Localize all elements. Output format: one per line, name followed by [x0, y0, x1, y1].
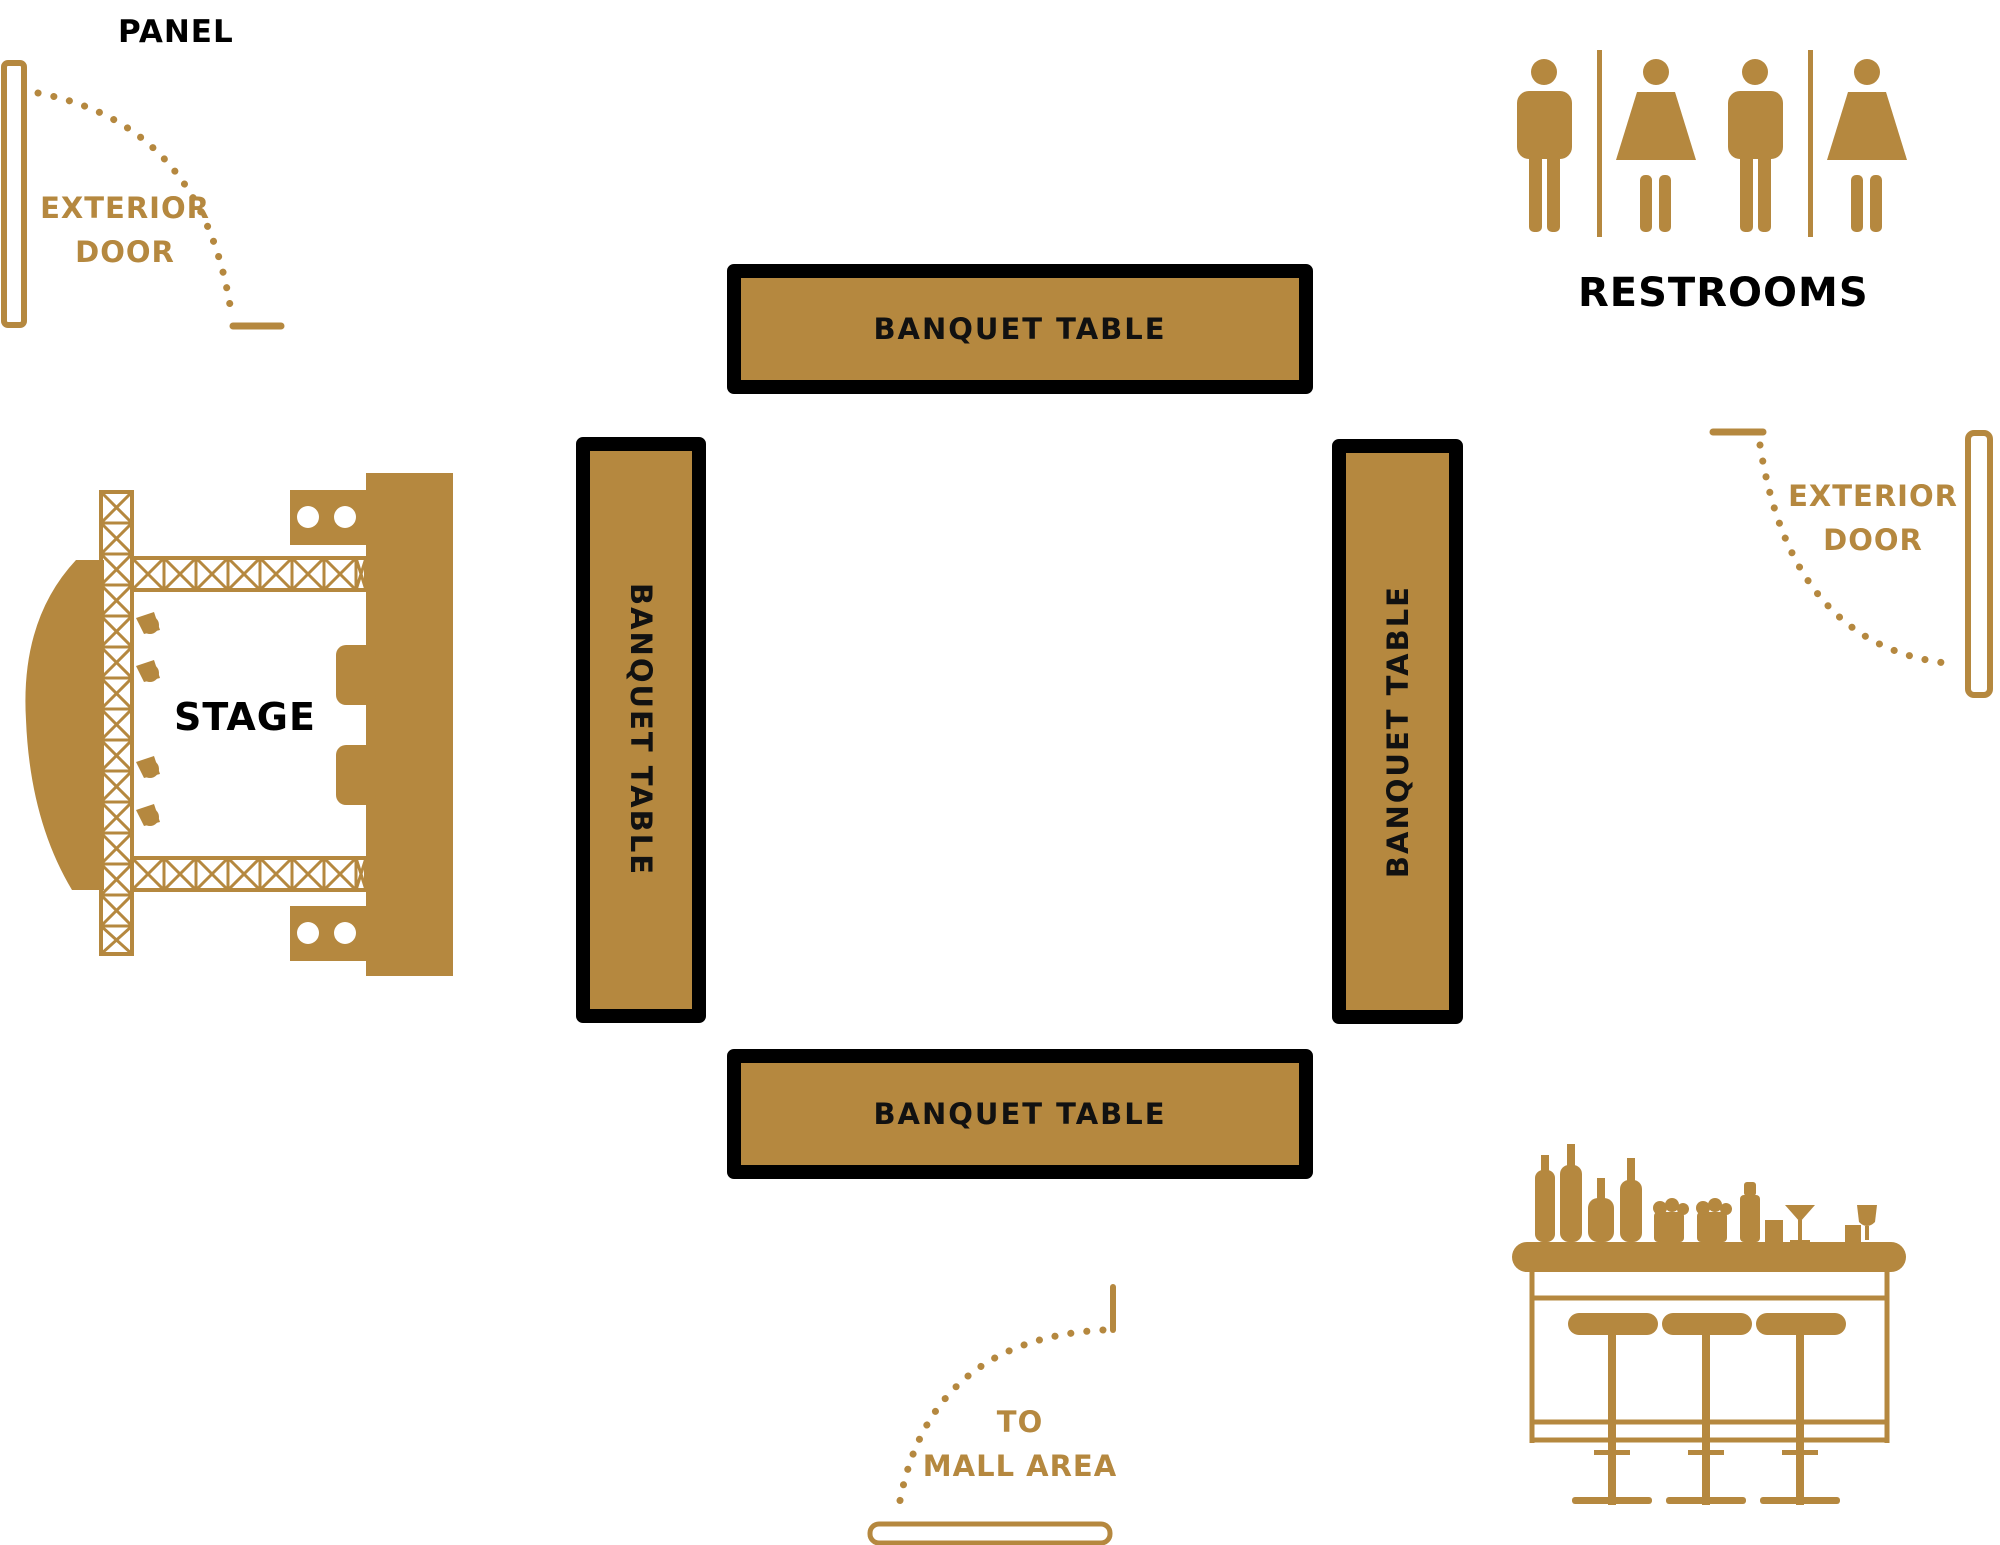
- banquet-table-left-label: BANQUET TABLE: [624, 583, 658, 877]
- restrooms-label: RESTROOMS: [1578, 270, 1869, 316]
- exterior-door-right-line2: DOOR: [1823, 523, 1923, 557]
- restroom-divider: [1808, 50, 1813, 237]
- exterior-door-left-icon: [1, 60, 285, 330]
- banquet-table-right-label: BANQUET TABLE: [1380, 584, 1415, 879]
- banquet-table-bottom-label: BANQUET TABLE: [873, 1097, 1167, 1131]
- panel-label: PANEL: [118, 14, 234, 50]
- stage-truss-icon: [25, 473, 453, 976]
- restroom-divider: [1597, 50, 1602, 237]
- bar-counter-icon: [1512, 1144, 1906, 1505]
- mall-label-line1: TO: [996, 1405, 1044, 1439]
- exterior-door-right-label: EXTERIOR DOOR: [1788, 474, 1958, 562]
- banquet-table-left[interactable]: BANQUET TABLE: [576, 437, 706, 1023]
- banquet-table-bottom[interactable]: BANQUET TABLE: [727, 1049, 1313, 1179]
- man-icon: [1517, 59, 1572, 232]
- woman-icon: [1616, 59, 1696, 232]
- banquet-table-top[interactable]: BANQUET TABLE: [727, 264, 1313, 394]
- mall-door-icon: [867, 1284, 1116, 1545]
- woman-icon: [1827, 59, 1907, 232]
- stage-label: STAGE: [174, 695, 316, 739]
- mall-label-line2: MALL AREA: [922, 1449, 1118, 1483]
- exterior-door-left-line1: EXTERIOR: [40, 191, 210, 225]
- banquet-table-top-label: BANQUET TABLE: [873, 312, 1167, 346]
- exterior-door-left-label: EXTERIOR DOOR: [40, 186, 210, 274]
- exterior-door-right-icon: [1709, 428, 1993, 698]
- exterior-door-left-line2: DOOR: [75, 235, 175, 269]
- banquet-table-right[interactable]: BANQUET TABLE: [1332, 439, 1463, 1024]
- exterior-door-right-line1: EXTERIOR: [1788, 479, 1958, 513]
- restroom-signs: [1517, 50, 1907, 237]
- man-icon: [1728, 59, 1783, 232]
- mall-area-label: TO MALL AREA: [910, 1400, 1130, 1488]
